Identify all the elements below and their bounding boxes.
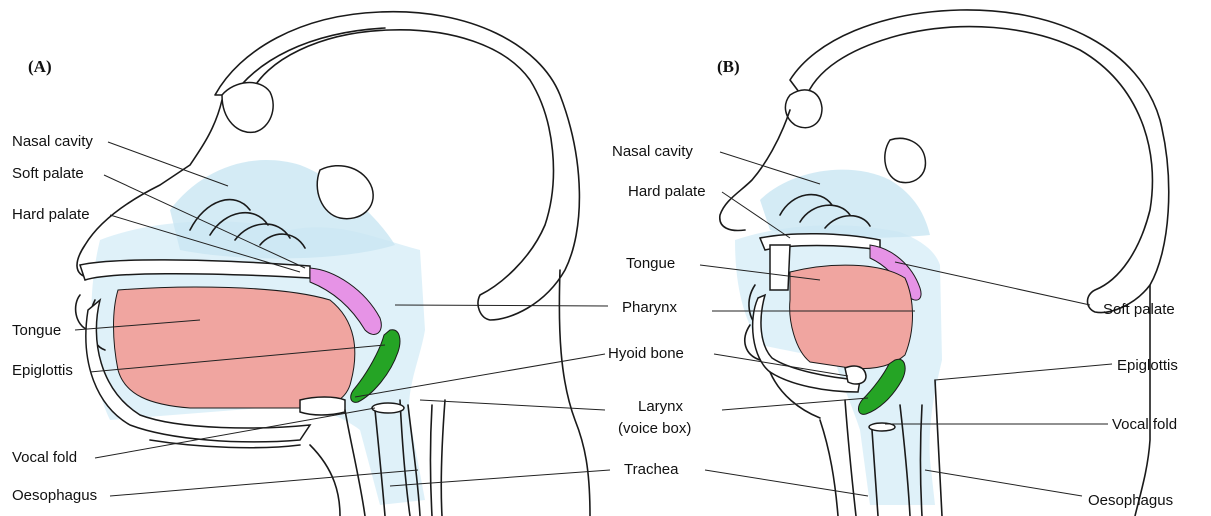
panel-a-tongue [114,287,355,408]
label-a-soft-palate: Soft palate [12,165,84,182]
label-b-hard-palate: Hard palate [628,183,706,200]
panel-b-title: (B) [717,57,740,76]
label-a-hard-palate: Hard palate [12,206,90,223]
label-a-vocal-fold: Vocal fold [12,449,77,466]
panel-b-teeth-upper [770,245,790,290]
label-pharynx: Pharynx [622,299,678,316]
label-b-vocal-fold: Vocal fold [1112,416,1177,433]
panel-b-tongue [790,265,913,369]
panel-a-chin [150,440,340,516]
label-b-oesophagus: Oesophagus [1088,492,1173,509]
panel-b-sphenoid [885,138,926,182]
panel-b-diagram [720,10,1169,516]
panel-b-chin [770,372,838,516]
label-a-tongue: Tongue [12,322,61,339]
label-b-epiglottis: Epiglottis [1117,357,1178,374]
panel-b-hyoid [845,366,866,384]
panel-a-diagram [76,12,590,516]
panel-b-spine [935,380,942,516]
panel-a-frontal-sinus [222,83,273,133]
label-a-epiglottis: Epiglottis [12,362,73,379]
label-larynx: Larynx [638,398,684,415]
panel-a-title: (A) [28,57,52,76]
label-b-nasal-cavity: Nasal cavity [612,143,693,160]
label-a-oesophagus: Oesophagus [12,487,97,504]
label-hyoid-bone: Hyoid bone [608,345,684,362]
panel-a-hyoid [300,397,345,415]
panel-a-vocal-fold [372,403,404,413]
panel-a-back-head [559,270,590,516]
label-larynx-subtitle: (voice box) [618,420,691,437]
label-b-soft-palate: Soft palate [1103,301,1175,318]
label-a-nasal-cavity: Nasal cavity [12,133,93,150]
label-trachea: Trachea [624,461,679,478]
panel-b-frontal-sinus [785,90,822,128]
panel-b-back-head [1135,285,1150,516]
label-b-tongue: Tongue [626,255,675,272]
